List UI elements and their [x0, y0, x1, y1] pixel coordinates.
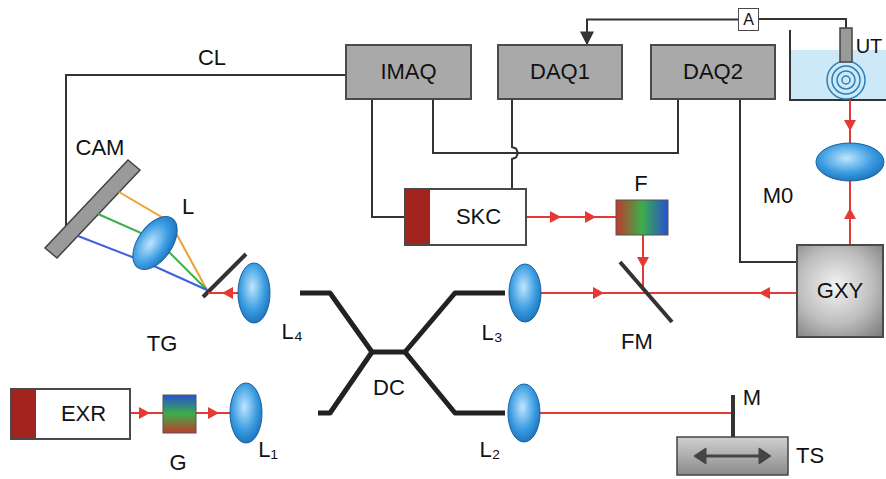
imaq-box: IMAQ [345, 44, 472, 100]
part-label: L [182, 196, 194, 218]
water [791, 50, 886, 99]
beam-arrowhead [139, 407, 150, 419]
acoustic-rings [837, 71, 855, 89]
node-label: SKC [456, 204, 501, 230]
part-label: F [634, 173, 647, 195]
daq-box: DAQ1 [497, 44, 623, 100]
beam-arrowhead [550, 211, 561, 223]
galvo-scanner-box: GXY [796, 244, 884, 338]
fiber-coupler [405, 352, 505, 413]
lens [816, 143, 884, 181]
laser-source-box: SKC [404, 188, 527, 246]
acoustic-rings [832, 66, 860, 94]
fiber-coupler [300, 293, 505, 413]
beam-arrowhead [585, 211, 596, 223]
beam-arrowhead [844, 208, 856, 219]
node-label: DAQ2 [683, 59, 743, 85]
spectral-rays [119, 192, 207, 290]
stage-double-arrow [694, 448, 771, 464]
part-label: CAM [76, 137, 125, 159]
beam-arrowhead [208, 407, 219, 419]
lens [238, 263, 270, 323]
fiber-coupler [300, 293, 372, 352]
reference-mirror [731, 395, 735, 437]
node-label: IMAQ [380, 59, 436, 85]
fiber-coupler [318, 352, 372, 413]
lens [124, 209, 186, 278]
part-label: CL [198, 47, 226, 69]
laser-beam [541, 292, 796, 294]
node-label: A [743, 11, 754, 29]
laser-source-box: EXR [10, 388, 131, 440]
fiber-coupler [405, 293, 505, 352]
fiber-coupler [370, 350, 407, 355]
filter [616, 200, 668, 235]
filter [163, 395, 196, 433]
camera-sensor [45, 160, 140, 258]
beam-arrowhead [637, 257, 649, 268]
signal-wire [512, 100, 518, 188]
stage-double-arrow [694, 448, 706, 464]
signal-wire [587, 20, 738, 45]
beam-arrowhead [222, 287, 233, 299]
acoustic-rings [827, 61, 865, 99]
part-label: TG [147, 333, 178, 355]
part-label: UT [856, 36, 883, 56]
node-label: GXY [817, 278, 863, 304]
node-label: DAQ1 [530, 59, 590, 85]
stage-double-arrow [759, 448, 771, 464]
part-label: G [169, 452, 186, 474]
beam-arrowhead [593, 287, 604, 299]
acoustic-rings [842, 76, 850, 84]
signal-wire [433, 100, 678, 153]
part-label: M0 [763, 185, 794, 207]
beam-arrowhead [844, 120, 856, 131]
daq-box: DAQ2 [650, 44, 776, 100]
laser-beam [527, 216, 616, 218]
spectral-rays [78, 192, 207, 290]
node-label: EXR [61, 401, 106, 427]
part-label: DC [373, 377, 405, 399]
lens [509, 264, 541, 322]
probe-wire [758, 19, 846, 28]
part-label: L₁ [258, 439, 278, 461]
part-label: M [743, 387, 761, 409]
lens [230, 383, 262, 443]
laser-beam [540, 412, 733, 414]
tank-wall [790, 30, 886, 100]
signal-wire [740, 100, 796, 262]
part-label: L₄ [281, 321, 302, 343]
laser-head [406, 190, 430, 244]
beam-arrowhead [139, 120, 856, 419]
part-label: L₃ [481, 322, 502, 344]
lens [508, 384, 540, 442]
lens [230, 143, 884, 443]
beam-arrowhead [759, 287, 770, 299]
laser-beam [131, 100, 850, 413]
flip-mirror [620, 262, 672, 322]
laser-head [12, 390, 36, 438]
stage-double-arrow [702, 455, 763, 458]
part-label: TS [796, 445, 824, 467]
translation-stage [677, 437, 788, 475]
amplifier-box: A [738, 8, 759, 31]
ultrasound-probe [840, 28, 852, 62]
signal-wire [372, 100, 404, 217]
part-label: FM [621, 331, 653, 353]
part-label: L₂ [480, 439, 501, 461]
acoustic-rings [827, 61, 865, 99]
